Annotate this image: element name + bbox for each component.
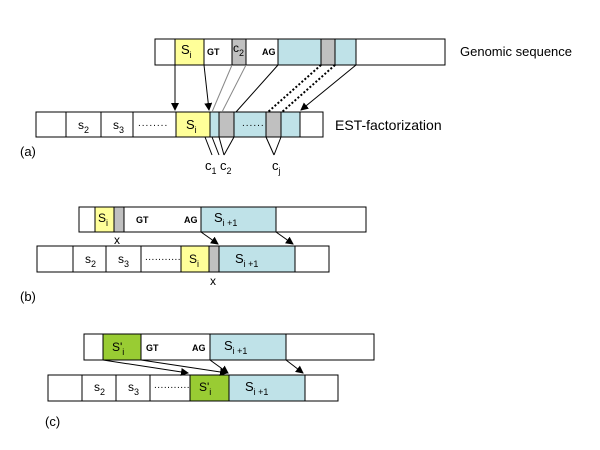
c-top-si1-blue (209, 333, 287, 361)
c-bottom-dots: ........... (154, 380, 190, 391)
est-cj-gray (265, 111, 282, 138)
b-bottom-si-label: Si (189, 252, 199, 269)
b-bottom-si1-label: Si +1 (235, 251, 258, 269)
panel-a: Si GT c2 AG Genomic sequence s2 s3 .....… (20, 38, 572, 176)
c-bottom-si-prime-label: S'i (199, 380, 211, 397)
panel-c-top-bar: S'i GT AG Si +1 (83, 333, 375, 361)
est-si-yellow (175, 111, 211, 138)
est-factorization-title: EST-factorization (335, 117, 442, 133)
b-top-x-label: x (114, 233, 120, 247)
b-bottom-x-gray (208, 245, 220, 273)
callout-c2-line (218, 136, 225, 156)
c-top-si-prime-label: S'i (112, 340, 124, 357)
est-dots: ........ (138, 118, 168, 129)
est-c1-blue (209, 111, 220, 138)
arrow-blue-right (300, 64, 357, 111)
est-c2-gray (218, 111, 235, 138)
est-s3-label: s3 (113, 118, 124, 135)
callout-cj-line (265, 136, 275, 156)
c-top-gt: GT (146, 343, 159, 353)
genomic-si-label: Si (181, 42, 192, 60)
arrow-c-blue-left (209, 359, 229, 374)
genomic-sequence-title: Genomic sequence (460, 44, 572, 59)
c-top-si1-label: Si +1 (224, 338, 247, 356)
b-bottom-si-yellow (180, 245, 210, 273)
b-bottom-s2-label: s2 (85, 252, 96, 269)
b-bottom-s3-label: s3 (118, 252, 129, 269)
genomic-ag-label: AG (262, 47, 276, 57)
segment-cj-gray (320, 38, 336, 66)
connector-cj-left-dotted (267, 64, 322, 113)
c-bottom-s2-label: s2 (94, 380, 105, 397)
c-top-si-prime-green (102, 333, 142, 361)
segment-si-yellow (174, 38, 205, 66)
b-bottom-si1-blue (218, 245, 296, 273)
arrow-c-green-left (102, 359, 189, 376)
arrow-b-right (275, 231, 294, 245)
arrow-b-left (200, 231, 219, 245)
arrow-c-green-right (140, 359, 228, 376)
b-bottom-dots: ........... (145, 252, 181, 263)
est-blue-end (280, 111, 301, 138)
genomic-gt-label: GT (207, 47, 220, 57)
segment-exon-blue (277, 38, 357, 66)
est-si-label: Si (186, 117, 197, 135)
c-bottom-si1-blue (228, 374, 306, 402)
callout-c2-label: c2 (220, 158, 232, 176)
c-bottom-si-prime-green (189, 374, 230, 402)
callout-c1-line (204, 136, 213, 156)
b-top-ag: AG (184, 215, 198, 225)
connector-c2-right (221, 64, 247, 113)
panel-b: Si GT AG Si +1 x s2 s3 ........... Si Si… (20, 206, 367, 304)
callout-c1-label: c1 (205, 158, 217, 176)
est-dots-2: ...... (242, 118, 265, 129)
arrow-c-blue-right (285, 359, 304, 374)
est-factorization-bar: s2 s3 ........ Si ...... (35, 111, 324, 138)
panel-c: S'i GT AG Si +1 s2 s3 ........... S'i Si… (45, 333, 375, 429)
est-blue-mid (233, 111, 267, 138)
panel-c-bottom-bar: s2 s3 ........... S'i Si +1 (47, 374, 339, 402)
panel-b-top-bar: Si GT AG Si +1 (78, 206, 367, 233)
b-top-si1-label: Si +1 (214, 210, 237, 228)
segment-c2-gray (231, 38, 247, 66)
c-top-ag: AG (192, 343, 206, 353)
connector-c2-left (211, 64, 233, 113)
b-top-si-label: Si (98, 211, 108, 228)
panel-b-label: (b) (20, 289, 36, 304)
b-top-gt: GT (136, 215, 149, 225)
panel-b-bottom-bar: s2 s3 ........... Si Si +1 (36, 245, 330, 273)
b-bottom-x-label: x (210, 274, 216, 288)
b-top-x-gray (113, 206, 125, 233)
c-bottom-si1-label: Si +1 (245, 379, 268, 397)
panel-c-label: (c) (45, 414, 60, 429)
genomic-c2-label: c2 (233, 41, 244, 58)
callout-cj-label: cj (272, 158, 281, 176)
arrow-si-right (203, 64, 213, 111)
est-s2-label: s2 (78, 118, 89, 135)
c-bottom-s3-label: s3 (128, 380, 139, 397)
b-top-si1-blue (200, 206, 277, 233)
genomic-sequence-bar: Si GT c2 AG (154, 38, 446, 66)
panel-a-label: (a) (20, 144, 36, 159)
connector-blue-left (235, 64, 279, 113)
